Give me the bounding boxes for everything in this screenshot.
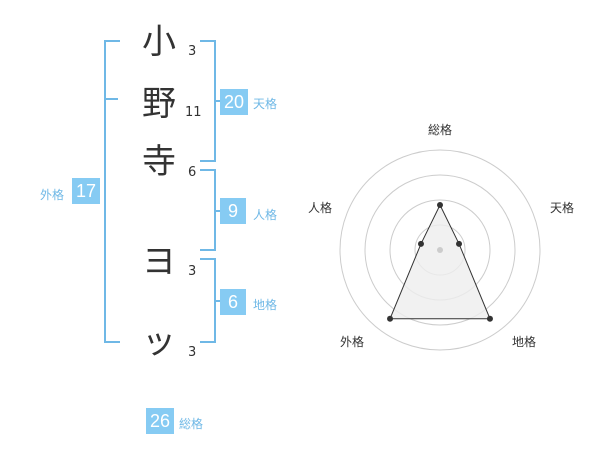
name-char-1: 小 bbox=[142, 22, 176, 62]
soukaku-value: 26 bbox=[146, 408, 174, 434]
radar-ring-3 bbox=[364, 174, 516, 326]
radar-polygon bbox=[389, 203, 491, 320]
jinkaku-label: 人格 bbox=[253, 208, 278, 222]
stroke-count-5: 3 bbox=[188, 345, 197, 360]
tenkaku-connector bbox=[214, 100, 222, 102]
chikaku-connector bbox=[214, 300, 222, 302]
radar-point-1 bbox=[456, 240, 463, 247]
gaikaku-value: 17 bbox=[72, 178, 100, 204]
radar-axis-label-jinkaku: 人格 bbox=[308, 200, 332, 215]
radar-axis-label-tenkaku: 天格 bbox=[550, 200, 574, 215]
chikaku-label: 地格 bbox=[253, 298, 278, 312]
gaikaku-bracket bbox=[104, 40, 120, 343]
stroke-count-2: 11 bbox=[185, 105, 202, 120]
stroke-count-1: 3 bbox=[188, 44, 197, 59]
radar-axis-label-chikaku: 地格 bbox=[512, 334, 536, 349]
gaikaku-label: 外格 bbox=[40, 188, 65, 202]
name-char-5: ッ bbox=[142, 322, 176, 362]
stroke-count-4: 3 bbox=[188, 264, 197, 279]
radar-ring-4 bbox=[339, 149, 541, 351]
name-char-4: ヨ bbox=[142, 242, 176, 282]
radar-point-2 bbox=[486, 315, 493, 322]
radar-point-0 bbox=[437, 202, 443, 208]
jinkaku-connector bbox=[214, 210, 222, 212]
radar-axis-label-gaikaku: 外格 bbox=[340, 334, 364, 349]
radar-labels: 総格 天格 地格 外格 人格 bbox=[308, 122, 574, 349]
stroke-count-3: 6 bbox=[188, 165, 197, 180]
name-char-3: 寺 bbox=[142, 142, 176, 182]
radar-axis-label-soukaku: 総格 bbox=[428, 122, 452, 137]
radar-grid bbox=[339, 149, 541, 351]
radar-points bbox=[387, 202, 493, 322]
chikaku-value: 6 bbox=[220, 289, 246, 315]
radar-point-3 bbox=[387, 315, 394, 322]
jinkaku-value: 9 bbox=[220, 198, 246, 224]
tenkaku-value: 20 bbox=[220, 89, 248, 115]
radar-point-4 bbox=[417, 240, 424, 247]
tenkaku-label: 天格 bbox=[253, 97, 278, 111]
name-char-2: 野 bbox=[142, 84, 176, 124]
soukaku-label: 総格 bbox=[179, 417, 204, 431]
radar-center bbox=[437, 247, 443, 253]
gaikaku-bracket-tick bbox=[104, 98, 118, 100]
